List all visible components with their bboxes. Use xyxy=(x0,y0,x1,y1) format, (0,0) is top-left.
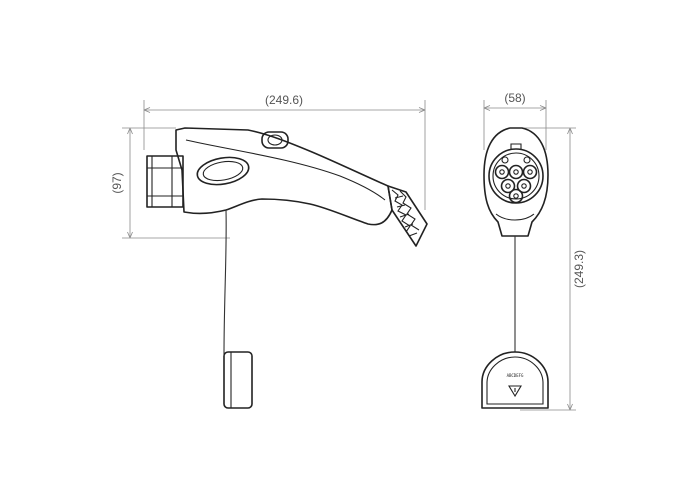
front-height-label: (249.3) xyxy=(572,250,586,288)
pin-face xyxy=(488,143,544,204)
housing-lower-collar xyxy=(495,213,535,221)
handle-inner-contour xyxy=(185,139,386,201)
holder-brand-text: ABCDEFG xyxy=(507,373,524,378)
connector-housing xyxy=(483,127,549,237)
connector-nose xyxy=(146,155,184,208)
front-view: (58) (249.3) xyxy=(481,91,586,411)
front-height-dimension: (249.3) xyxy=(520,127,586,411)
side-cable xyxy=(223,209,227,356)
side-length-label: (249.6) xyxy=(265,93,303,107)
side-holder xyxy=(223,351,253,409)
side-height-label: (97) xyxy=(110,172,124,193)
grip-window xyxy=(196,156,250,186)
front-holder: ABCDEFG xyxy=(481,351,549,409)
grip-window-inner xyxy=(202,160,244,182)
front-width-label: (58) xyxy=(504,91,525,105)
side-height-dimension: (97) xyxy=(110,127,230,239)
side-view: (249.6) (97) xyxy=(110,93,428,409)
warning-triangle-icon xyxy=(508,385,522,398)
latch-button xyxy=(261,131,289,149)
front-width-dimension: (58) xyxy=(483,91,547,150)
cable-strain-relief xyxy=(387,185,428,247)
handle-body xyxy=(175,127,393,226)
side-length-dimension: (249.6) xyxy=(143,93,426,210)
